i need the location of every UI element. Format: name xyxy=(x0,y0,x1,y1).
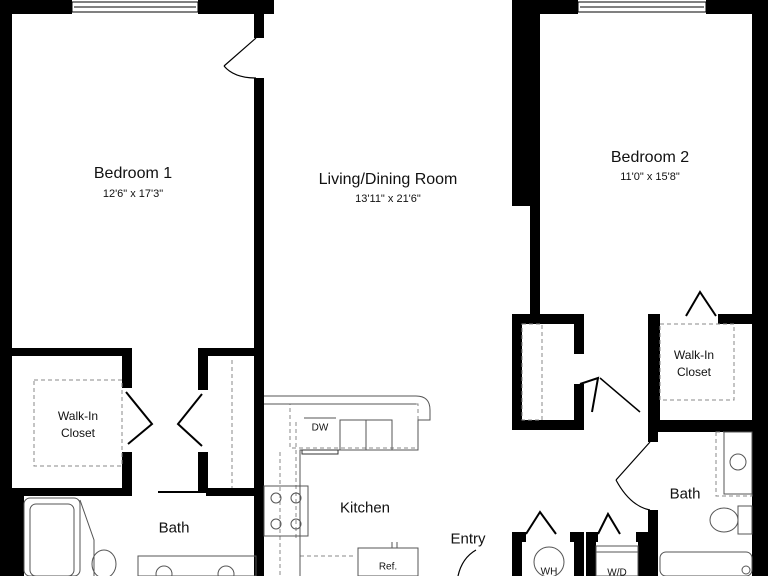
bath1-name: Bath xyxy=(158,519,190,537)
dishwasher-label: DW xyxy=(311,422,329,434)
fixtures xyxy=(23,395,753,576)
closet2-line1: Walk-In xyxy=(673,348,715,362)
bath2-name: Bath xyxy=(669,485,701,503)
bedroom2-name: Bedroom 2 xyxy=(610,149,690,166)
kitchen-name: Kitchen xyxy=(339,499,391,517)
entry-name: Entry xyxy=(450,530,486,548)
bedroom1-name: Bedroom 1 xyxy=(93,165,173,182)
windows xyxy=(71,1,707,13)
closet1-line2: Closet xyxy=(60,426,96,440)
water-heater-label: WH xyxy=(540,566,558,578)
living-name: Living/Dining Room xyxy=(318,171,458,188)
washer-dryer-label: W/D xyxy=(607,567,627,579)
bedroom2-dims: 11'0" x 15'8" xyxy=(620,171,680,183)
doors xyxy=(125,37,717,576)
closet2-line2: Closet xyxy=(676,365,712,379)
bedroom1-dims: 12'6" x 17'3" xyxy=(102,188,164,200)
refrigerator-label: Ref. xyxy=(378,561,398,573)
closet1-line1: Walk-In xyxy=(57,409,99,423)
living-dims: 13'11" x 21'6" xyxy=(355,193,421,205)
